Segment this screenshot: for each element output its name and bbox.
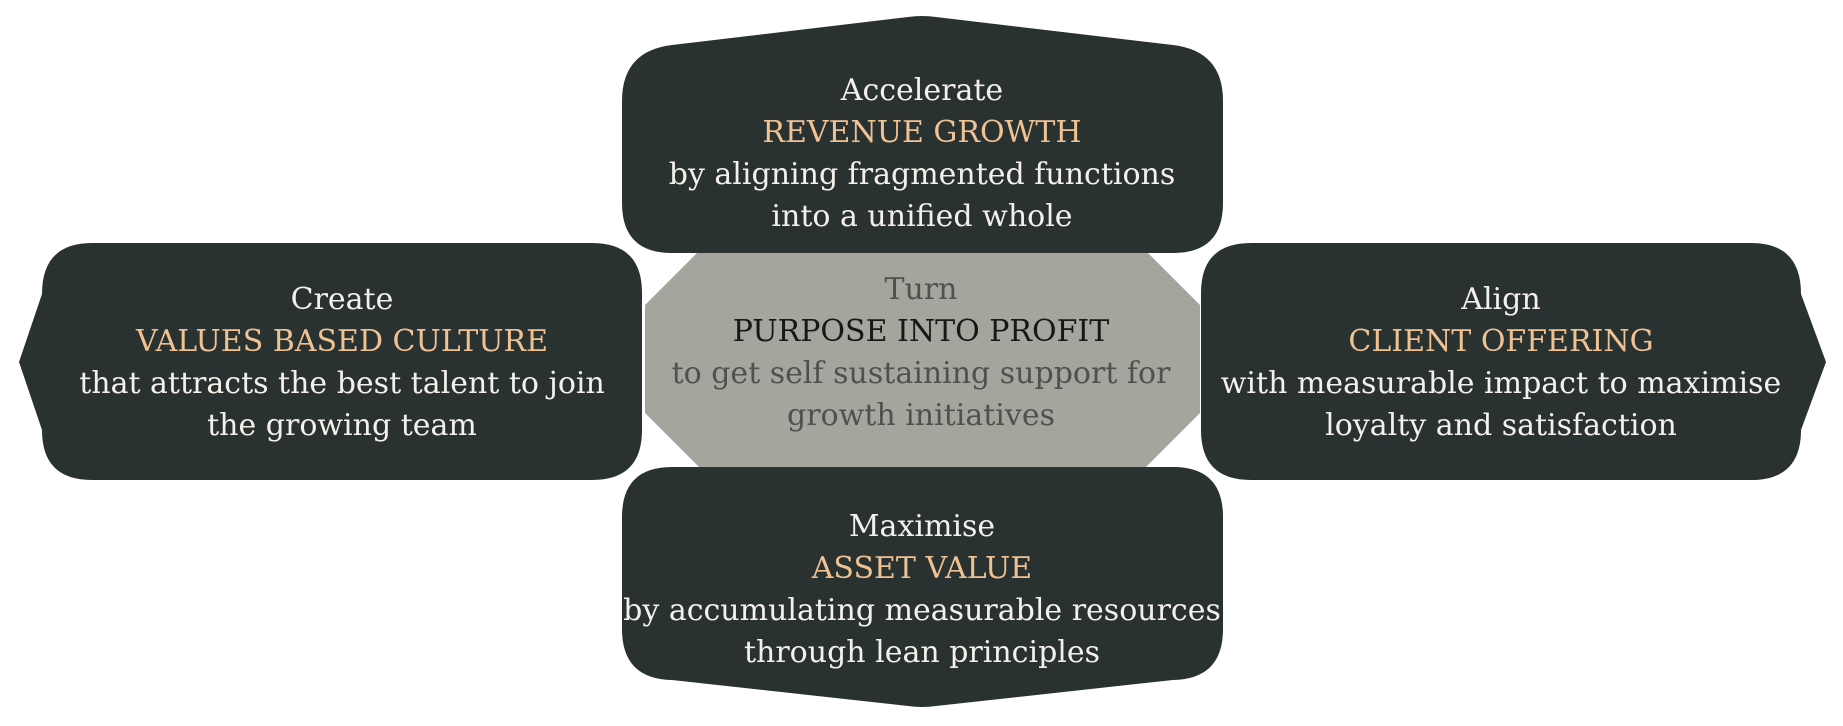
- top-shape: [622, 16, 1223, 253]
- left-verb: Create: [290, 282, 394, 317]
- bottom-headline: ASSET VALUE: [811, 551, 1033, 586]
- right-box: Align CLIENT OFFERING with measurable im…: [1201, 247, 1801, 479]
- top-line-2: into a unified whole: [771, 199, 1073, 234]
- top-headline: REVENUE GROWTH: [762, 115, 1082, 150]
- right-shape: [1201, 243, 1826, 480]
- left-line-1: that attracts the best talent to join: [79, 366, 605, 401]
- left-line-2: the growing team: [207, 408, 477, 443]
- right-line-2: loyalty and satisfaction: [1325, 408, 1677, 443]
- bottom-shape: [622, 467, 1223, 707]
- bottom-verb: Maximise: [848, 509, 996, 544]
- left-headline: VALUES BASED CULTURE: [135, 324, 549, 359]
- left-shape: [19, 243, 642, 480]
- right-verb: Align: [1461, 282, 1541, 317]
- top-box: Accelerate REVENUE GROWTH by aligning fr…: [622, 55, 1222, 253]
- bottom-line-2: through lean principles: [743, 635, 1101, 670]
- center-verb: Turn: [884, 272, 958, 307]
- bottom-line-1: by accumulating measurable resources: [623, 593, 1221, 628]
- center-headline: PURPOSE INTO PROFIT: [732, 314, 1110, 349]
- right-line-1: with measurable impact to maximise: [1220, 366, 1782, 401]
- center-octagon: [645, 250, 1200, 468]
- center-box: Turn PURPOSE INTO PROFIT to get self sus…: [648, 268, 1194, 438]
- center-line-2: growth initiatives: [787, 398, 1055, 433]
- top-verb: Accelerate: [840, 73, 1004, 108]
- center-line-1: to get self sustaining support for: [671, 356, 1171, 391]
- right-headline: CLIENT OFFERING: [1348, 324, 1654, 359]
- bottom-box: Maximise ASSET VALUE by accumulating mea…: [622, 491, 1222, 689]
- top-line-1: by aligning fragmented functions: [668, 157, 1176, 192]
- left-box: Create VALUES BASED CULTURE that attract…: [42, 247, 642, 479]
